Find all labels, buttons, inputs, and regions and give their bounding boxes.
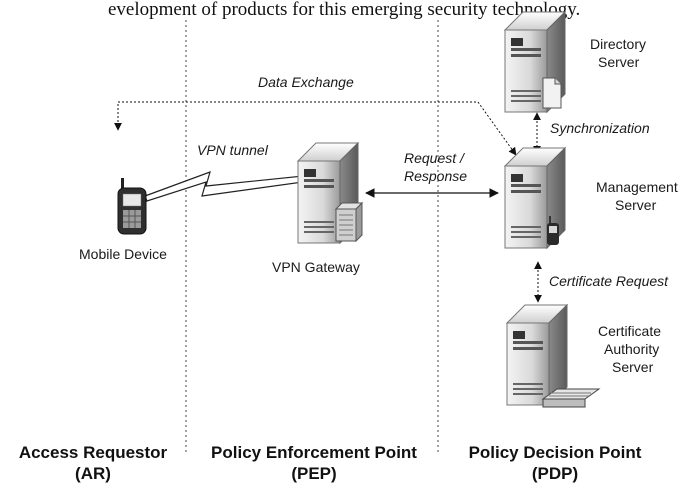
management-server-label-2: Server	[615, 197, 657, 213]
vpn-tunnel-link	[144, 171, 304, 202]
directory-server-label-2: Server	[598, 54, 640, 70]
zone-pep-title: Policy Enforcement Point	[211, 443, 417, 462]
certificate-authority-label-3: Server	[612, 359, 654, 375]
management-server-label-1: Management	[596, 179, 678, 195]
directory-server-icon	[504, 11, 566, 113]
management-server-icon	[504, 147, 566, 249]
data-exchange-label: Data Exchange	[258, 74, 354, 90]
synchronization-label: Synchronization	[550, 120, 650, 136]
certificate-request-label: Certificate Request	[549, 273, 669, 289]
request-response-label-1: Request /	[404, 150, 466, 166]
vpn-gateway-label: VPN Gateway	[272, 259, 360, 275]
zone-ar-subtitle: (AR)	[75, 464, 111, 483]
certificate-authority-label-2: Authority	[604, 341, 659, 357]
zone-pdp-subtitle: (PDP)	[532, 464, 578, 483]
request-response-label-2: Response	[404, 168, 467, 184]
zone-pep-subtitle: (PEP)	[291, 464, 336, 483]
mobile-device-label: Mobile Device	[79, 246, 167, 262]
data-exchange-connector	[114, 101, 517, 156]
header-text: evelopment of products for this emerging…	[108, 0, 580, 20]
vpn-tunnel-label: VPN tunnel	[197, 142, 269, 158]
mobile-device-icon	[117, 178, 147, 235]
directory-server-label-1: Directory	[590, 36, 646, 52]
zone-ar-title: Access Requestor	[19, 443, 168, 462]
certificate-authority-server-icon	[506, 304, 601, 408]
vpn-gateway-icon	[297, 142, 364, 244]
zone-pdp-title: Policy Decision Point	[469, 443, 642, 462]
certificate-authority-label-1: Certificate	[598, 323, 661, 339]
